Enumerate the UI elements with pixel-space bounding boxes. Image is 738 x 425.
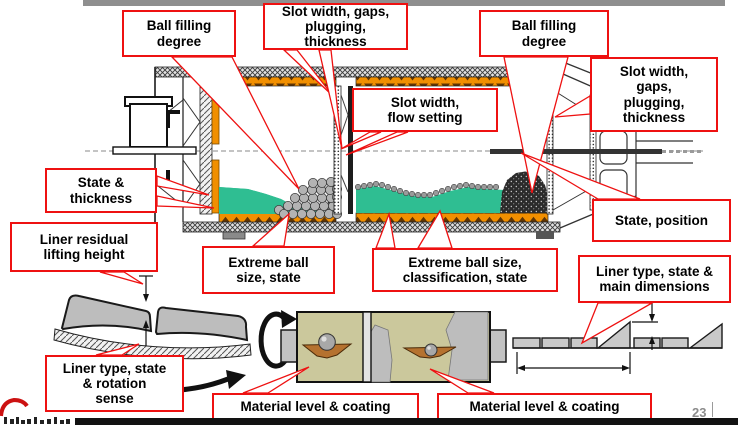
material-level-sketch [280,311,507,383]
liner-wear-sketch [53,275,297,394]
shell-foot-left [222,231,246,240]
page-number: 23 [692,405,707,420]
material-ch2 [356,186,505,213]
ball-charge-ch1 [273,176,342,219]
central-shaft [490,149,662,154]
head-liner-lower [211,159,220,214]
callout-state-thickness: State & thickness [45,168,157,213]
worn-liner-plate-2 [154,306,249,342]
diaphragm-divider [362,311,372,383]
mill-cross-section [85,56,703,240]
logo-arc-icon [0,397,29,417]
callout-material-right: Material level & coating [437,393,652,421]
feed-inlet-chute [129,103,168,148]
intermediate-diaphragm [333,85,353,215]
callout-ball-filling-right: Ball filling degree [479,10,609,57]
ball-right [424,343,438,357]
shell-bottom [182,221,561,233]
chamber1 [219,176,342,219]
callout-slot-flow: Slot width, flow setting [352,88,498,132]
liner-dimensions-sketch [512,300,723,374]
callout-ball-filling-left: Ball filling degree [122,10,236,57]
callout-liner-residual: Liner residual lifting height [10,222,158,272]
page-number-tick [712,402,713,417]
logo-mark [0,397,70,424]
callout-leaders [95,49,655,394]
worn-patch-right [445,311,489,381]
rotation-arrow-icon [258,311,287,369]
chamber2 [354,171,548,213]
callout-state-position: State, position [592,199,731,242]
callout-slot-top: Slot width, gaps, plugging, thickness [263,3,408,50]
worn-liner-plate-1 [60,294,153,333]
slide-bottom-bar [75,418,738,425]
coating-pocket-left [301,343,353,359]
feed-trunnion [112,146,197,155]
callout-material-left: Material level & coating [212,393,419,421]
width-dimension [516,352,631,374]
callout-liner-type-dims: Liner type, state & main dimensions [578,255,731,303]
ball-pile-ch2 [500,171,548,213]
callout-slot-right: Slot width, gaps, plugging, thickness [590,57,718,132]
callout-extreme-ball-left: Extreme ball size, state [202,246,335,294]
logo-wordmark-cut [4,417,70,424]
callout-extreme-ball-right: Extreme ball size, classification, state [372,248,558,292]
liner-top-ch2 [355,76,532,87]
callout-liner-type-rotation: Liner type, state & rotation sense [45,355,184,412]
shell-foot-right [536,231,554,239]
ball-row-ch2 [354,181,499,199]
shell-strip [53,328,252,360]
liner-bottom-ch2 [355,212,549,223]
rotation-arrowhead [281,310,297,328]
ball-left [318,333,336,351]
